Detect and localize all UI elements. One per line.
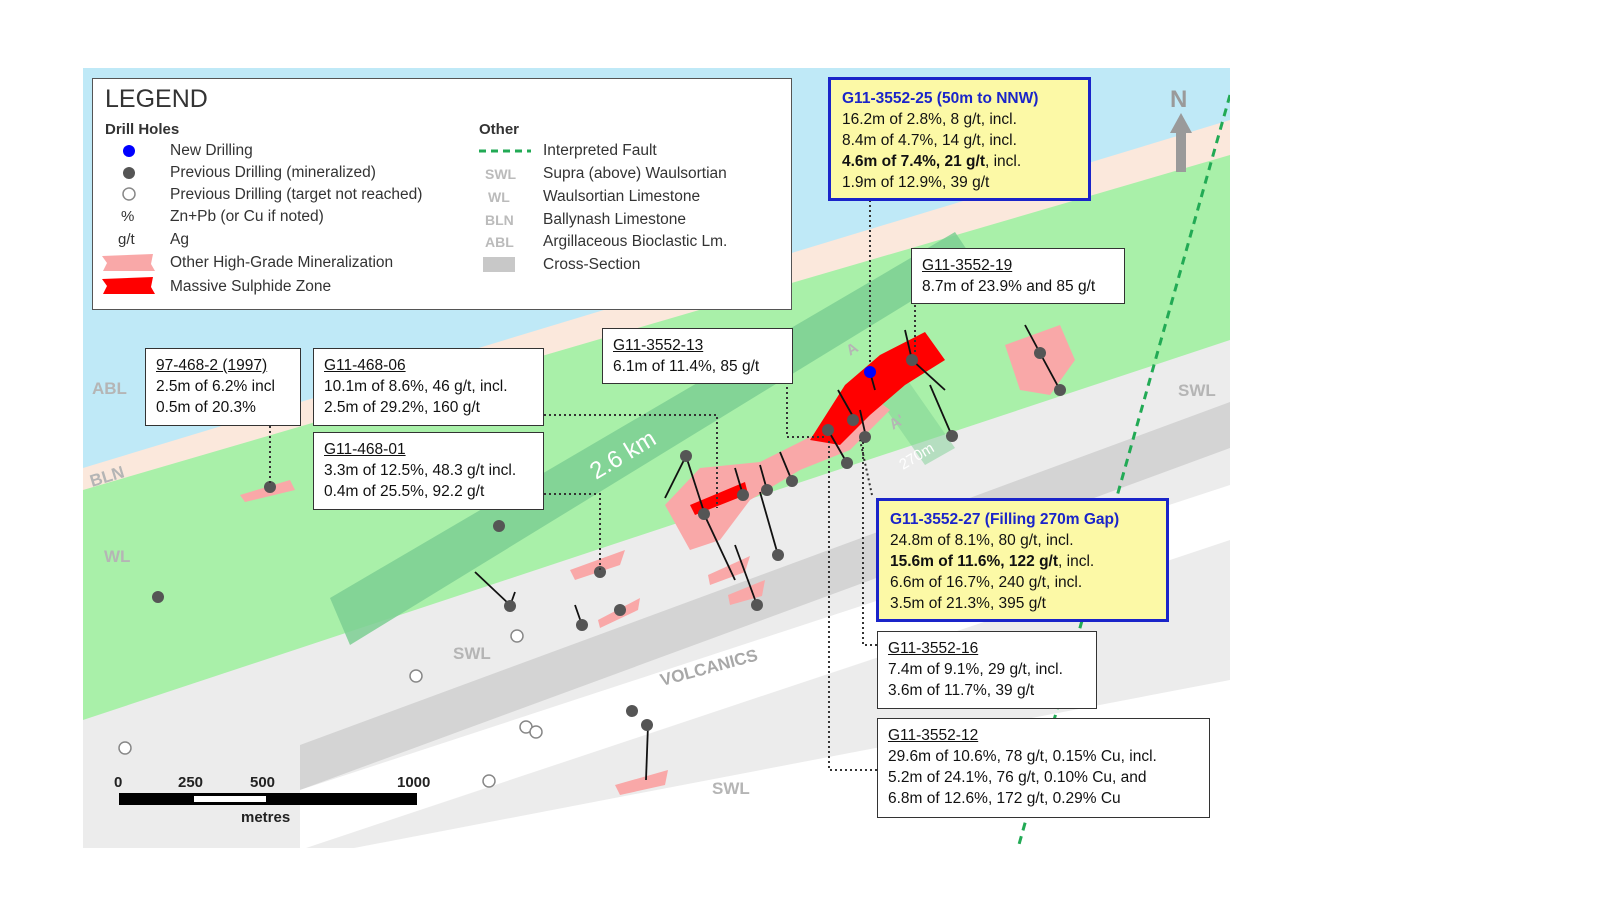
- legend-title: LEGEND: [105, 85, 208, 113]
- annotation-suffix: , incl.: [985, 153, 1022, 170]
- annotation-line: 0.5m of 20.3%: [156, 399, 256, 416]
- legend-label-new-drilling: New Drilling: [170, 142, 253, 159]
- annotation-g11-3552-12: G11-3552-12 29.6m of 10.6%, 78 g/t, 0.15…: [877, 718, 1210, 818]
- annotation-g11-468-06: G11-468-06 10.1m of 8.6%, 46 g/t, incl. …: [313, 348, 544, 426]
- annotation-line: 15.6m of 11.6%, 122 g/t, incl.: [890, 551, 1155, 572]
- annotation-bold-value: 4.6m of 7.4%, 21 g/t: [842, 153, 985, 170]
- legend-label-bln: Ballynash Limestone: [543, 211, 687, 228]
- annotation-g11-3552-25: G11-3552-25 (50m to NNW) 16.2m of 2.8%, …: [828, 77, 1091, 201]
- legend-label-wl: Waulsortian Limestone: [543, 188, 701, 205]
- annotation-bold-value: 15.6m of 11.6%, 122 g/t: [890, 553, 1059, 570]
- legend-label-prev-mineralized: Previous Drilling (mineralized): [170, 164, 376, 181]
- legend-label-abl: Argillaceous Bioclastic Lm.: [543, 233, 728, 250]
- annotation-title: G11-3552-25 (50m to NNW): [842, 90, 1039, 107]
- high-grade-zone-sw: [570, 550, 625, 580]
- high-grade-zone-s3: [728, 580, 765, 605]
- legend-drill-header: Drill Holes: [105, 121, 180, 138]
- legend-label-swl: Supra (above) Waulsortian: [543, 165, 727, 182]
- annotation-title: G11-3552-12: [888, 727, 979, 744]
- annotation-line: 3.3m of 12.5%, 48.3 g/t incl.: [324, 462, 517, 479]
- annotation-g11-468-01: G11-468-01 3.3m of 12.5%, 48.3 g/t incl.…: [313, 432, 544, 510]
- annotation-title: G11-3552-13: [613, 337, 704, 354]
- north-arrow-icon: N: [1170, 86, 1192, 172]
- annotation-line: 6.8m of 12.6%, 172 g/t, 0.29% Cu: [888, 790, 1121, 807]
- annotation-title: 97-468-2 (1997): [156, 357, 268, 374]
- cross-section-swatch-icon: [483, 257, 515, 272]
- scale-tick-500: 500: [250, 774, 276, 791]
- empty-circle-icon: [122, 187, 136, 201]
- new-drill-dot-icon: [123, 145, 135, 157]
- legend-symbol-gt: g/t: [118, 231, 135, 248]
- legend-label-ag: Ag: [170, 231, 189, 248]
- legend-label-fault: Interpreted Fault: [543, 142, 657, 159]
- annotation-line: 3.5m of 21.3%, 395 g/t: [890, 595, 1046, 612]
- high-grade-zone-s2: [708, 556, 750, 585]
- high-grade-zone-ne: [1005, 325, 1075, 395]
- massive-sulphide-zone-w: [690, 482, 748, 515]
- annotation-line: 1.9m of 12.9%, 39 g/t: [842, 174, 990, 191]
- annotation-line: 16.2m of 2.8%, 8 g/t, incl.: [842, 111, 1017, 128]
- map-label-swl-right: SWL: [1178, 381, 1216, 400]
- legend-abbr-wl: WL: [488, 189, 510, 205]
- annotation-line: 6.1m of 11.4%, 85 g/t: [613, 358, 760, 375]
- legend-icons: [102, 145, 531, 294]
- cross-section-band: [330, 232, 975, 645]
- annotation-line: 2.5m of 6.2% incl: [156, 378, 275, 395]
- legend-label-massive: Massive Sulphide Zone: [170, 278, 332, 295]
- legend-abbr-swl: SWL: [485, 166, 517, 182]
- target-not-reached-holes: [118, 629, 543, 788]
- annotation-line: 3.6m of 11.7%, 39 g/t: [888, 682, 1035, 699]
- legend: LEGEND Drill Holes Other % g/t New Drill…: [92, 78, 792, 310]
- map-label-swl-left: SWL: [453, 644, 491, 663]
- scale-tick-250: 250: [178, 774, 204, 791]
- legend-abbr-abl: ABL: [485, 234, 514, 250]
- annotation-line: 2.5m of 29.2%, 160 g/t: [324, 399, 480, 416]
- legend-other-header: Other: [479, 121, 520, 138]
- annotation-line: 7.4m of 9.1%, 29 g/t, incl.: [888, 661, 1063, 678]
- previous-drill-dot-icon: [123, 167, 135, 179]
- annotation-line: 29.6m of 10.6%, 78 g/t, 0.15% Cu, incl.: [888, 748, 1157, 765]
- annotation-line: 6.6m of 16.7%, 240 g/t, incl.: [890, 574, 1083, 591]
- annotation-title: G11-3552-16: [888, 640, 979, 657]
- annotation-line: 24.8m of 8.1%, 80 g/t, incl.: [890, 532, 1074, 549]
- scale-tick-1000: 1000: [397, 774, 431, 791]
- legend-symbol-percent: %: [121, 208, 135, 225]
- legend-abbr-bln: BLN: [485, 212, 514, 228]
- scale-bar: [119, 793, 417, 805]
- map-label-swl-bottom: SWL: [712, 779, 750, 798]
- scale-tick-0: 0: [114, 774, 123, 791]
- legend-label-prev-not-reached: Previous Drilling (target not reached): [170, 186, 423, 203]
- previous-drill-holes: [152, 347, 1066, 731]
- annotation-line: 8.4m of 4.7%, 14 g/t, incl.: [842, 132, 1017, 149]
- legend-label-znpb: Zn+Pb (or Cu if noted): [170, 208, 324, 225]
- scale-unit: metres: [241, 809, 291, 826]
- legend-label-high-grade: Other High-Grade Mineralization: [170, 254, 394, 271]
- annotation-g11-3552-19: G11-3552-19 8.7m of 23.9% and 85 g/t: [911, 248, 1125, 304]
- annotation-title: G11-468-01: [324, 441, 406, 458]
- new-drill-hole: [864, 366, 876, 378]
- leader-lines: [269, 200, 916, 771]
- annotation-title: G11-3552-19: [922, 257, 1013, 274]
- annotation-97-468-2: 97-468-2 (1997) 2.5m of 6.2% incl 0.5m o…: [145, 348, 301, 426]
- annotation-suffix: , incl.: [1058, 553, 1095, 570]
- high-grade-swatch-icon: [102, 254, 155, 271]
- annotation-g11-3552-27: G11-3552-27 (Filling 270m Gap) 24.8m of …: [876, 498, 1169, 622]
- annotation-line: 0.4m of 25.5%, 92.2 g/t: [324, 483, 485, 500]
- annotation-line: 10.1m of 8.6%, 46 g/t, incl.: [324, 378, 508, 395]
- high-grade-zone-bottom: [615, 770, 668, 795]
- svg-text:N: N: [1170, 86, 1187, 113]
- massive-sulphide-swatch-icon: [102, 277, 155, 294]
- map-label-wl: WL: [104, 547, 130, 566]
- legend-label-cross-section: Cross-Section: [543, 256, 641, 273]
- annotation-title: G11-468-06: [324, 357, 406, 374]
- annotation-line: 4.6m of 7.4%, 21 g/t, incl.: [842, 151, 1077, 172]
- annotation-g11-3552-16: G11-3552-16 7.4m of 9.1%, 29 g/t, incl. …: [877, 631, 1097, 709]
- annotation-line: 8.7m of 23.9% and 85 g/t: [922, 278, 1096, 295]
- map-label-abl: ABL: [92, 379, 127, 398]
- annotation-g11-3552-13: G11-3552-13 6.1m of 11.4%, 85 g/t: [602, 328, 793, 384]
- annotation-title: G11-3552-27 (Filling 270m Gap): [890, 511, 1120, 528]
- annotation-line: 5.2m of 24.1%, 76 g/t, 0.10% Cu, and: [888, 769, 1147, 786]
